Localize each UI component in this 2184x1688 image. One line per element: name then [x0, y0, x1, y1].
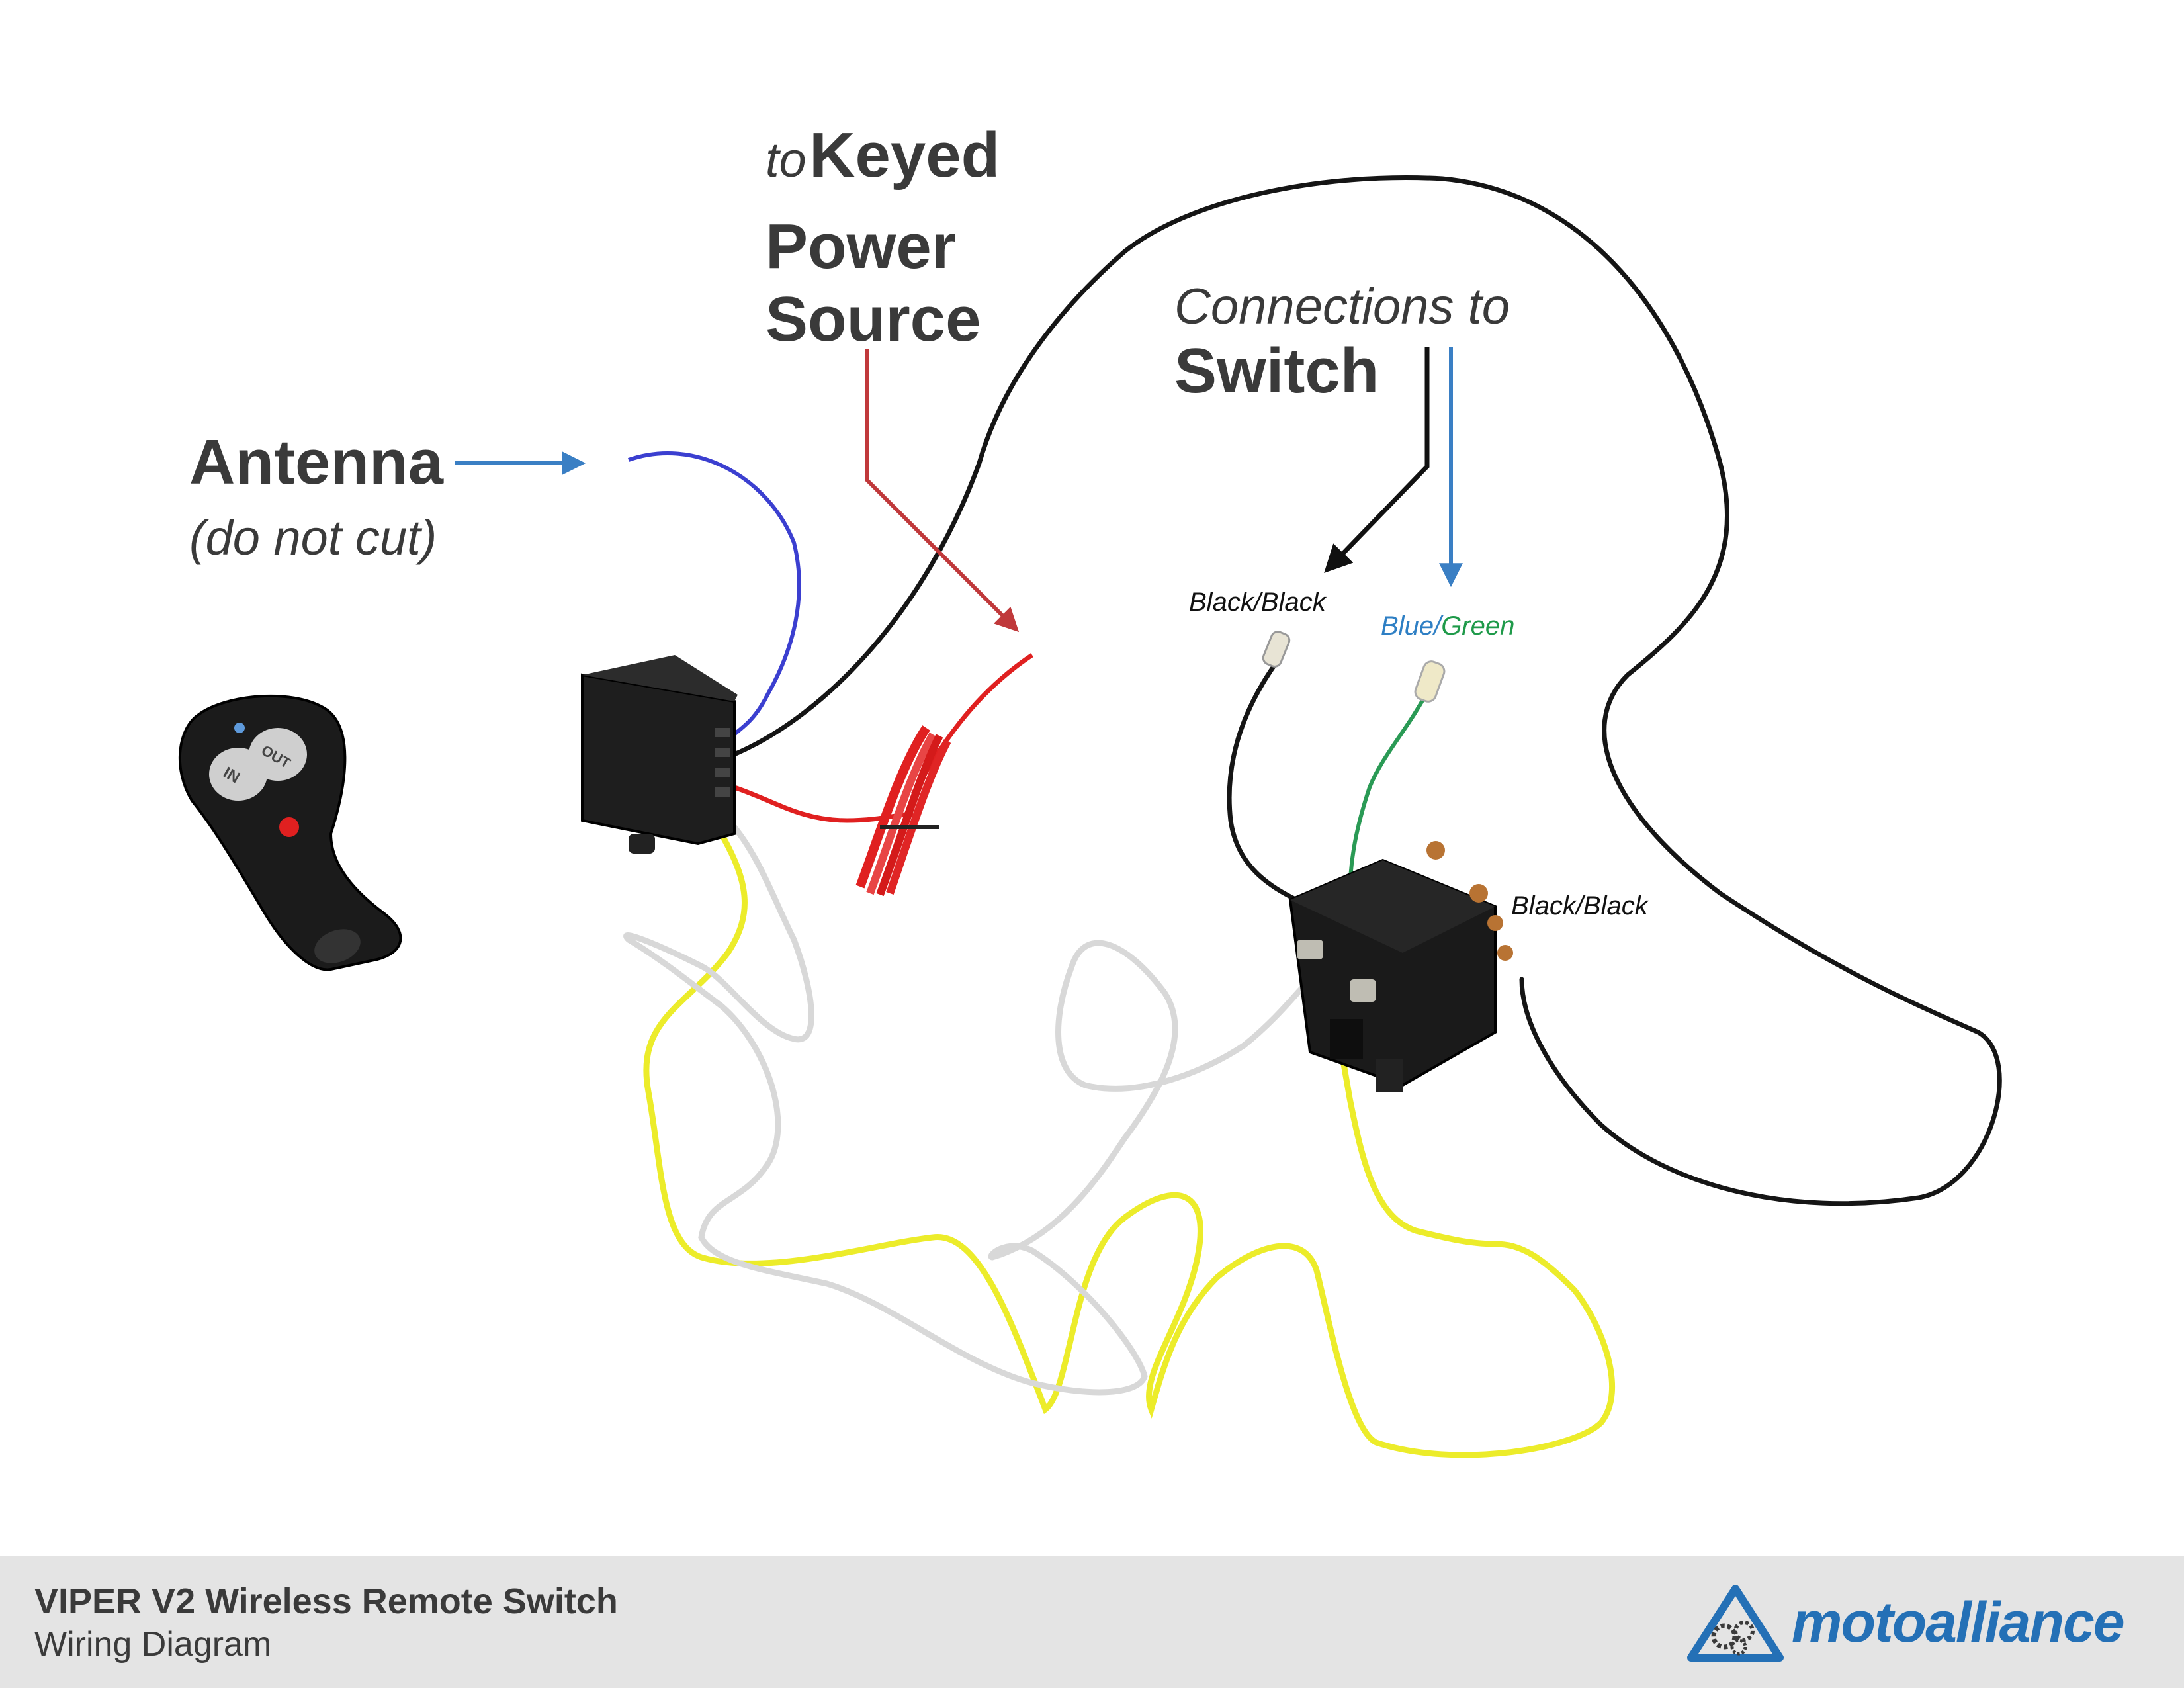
footer-title: VIPER V2 Wireless Remote Switch — [34, 1581, 618, 1621]
green-connector-tip — [1414, 660, 1446, 703]
black-black-top-label: Black/Black — [1189, 588, 1326, 617]
receiver-box-icon — [581, 655, 738, 854]
green-word: Green — [1441, 611, 1515, 641]
wireless-remote-icon: IN OUT — [178, 694, 402, 971]
keyed-word: Keyed — [809, 120, 1000, 191]
blue-word: Blue — [1381, 611, 1434, 641]
solenoid-switch-icon — [1288, 841, 1513, 1092]
white-wire — [623, 824, 1313, 1396]
black-wire-top-lead — [1227, 660, 1298, 903]
logo-moto: moto — [1792, 1591, 1927, 1654]
keyed-power-label: to Keyed Power Source — [765, 119, 1000, 356]
source-word: Source — [765, 284, 981, 355]
footer-subtitle: Wiring Diagram — [34, 1625, 272, 1664]
blue-green-label: Blue/Green — [1381, 611, 1514, 641]
connections-label-line1: Connections to — [1174, 279, 1510, 335]
connections-label-line2: Switch — [1174, 335, 1379, 406]
red-wire-coil — [855, 725, 951, 897]
keyed-power-arrow — [865, 349, 1020, 633]
slash-word: / — [1434, 611, 1442, 641]
yellow-wire — [643, 830, 1616, 1458]
black-black-arrow — [1324, 347, 1430, 574]
black-wire-loop — [732, 175, 2002, 1206]
power-word: Power — [765, 211, 957, 282]
antenna-wire — [628, 451, 801, 736]
motoalliance-logo[interactable]: motoalliance — [1686, 1583, 2149, 1663]
motoalliance-logo-icon — [1687, 1585, 1784, 1662]
black-black-right-label: Black/Black — [1511, 891, 1648, 920]
logo-alliance: alliance — [1925, 1591, 2125, 1654]
footer-bar: VIPER V2 Wireless Remote Switch Wiring D… — [0, 1556, 2184, 1688]
keyed-to-word: to — [765, 132, 807, 187]
antenna-label: Antenna — [189, 427, 443, 498]
antenna-note: (do not cut) — [189, 510, 437, 565]
logo-wordmark: motoalliance — [1792, 1590, 2125, 1656]
black-connector-tip — [1262, 631, 1291, 668]
